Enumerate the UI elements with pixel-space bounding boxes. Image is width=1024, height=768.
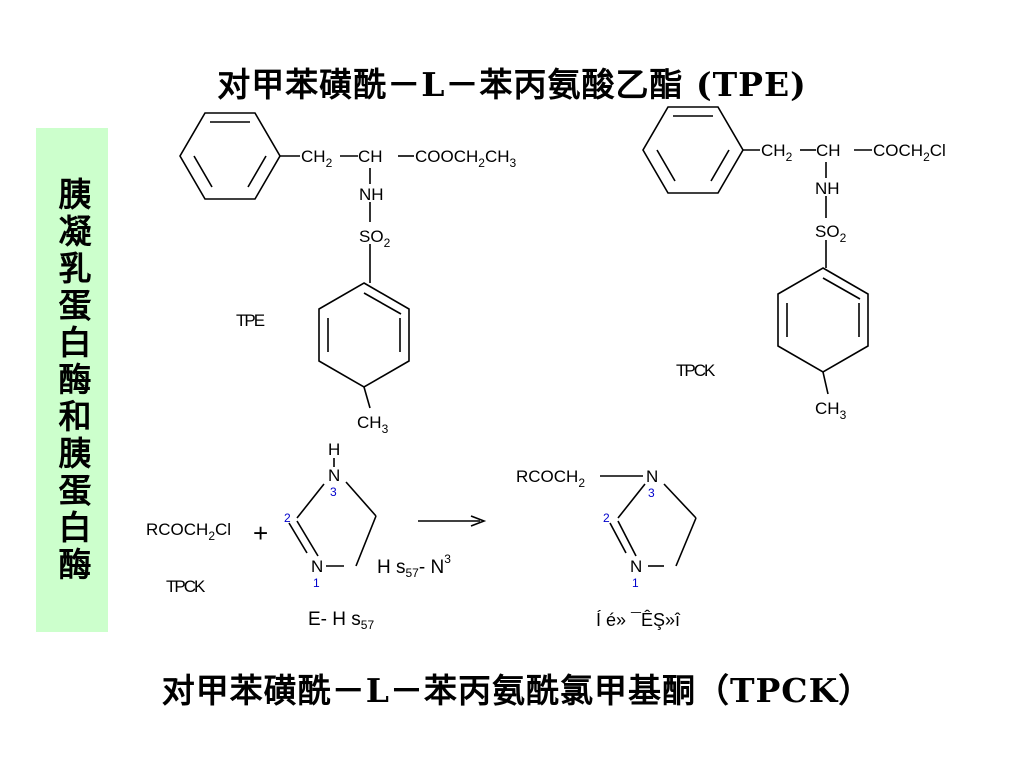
tpe-ch3: CH3 [357,413,389,436]
page-title-top: 对甲苯磺酰－L－苯丙氨酸乙酯 (TPE) [217,65,807,104]
imidazole-n3: N [328,466,340,485]
product-n3-number: 3 [648,486,655,500]
enzyme-his57-label: E- H s57 [308,609,374,632]
tpe-tolyl-ring [318,282,410,388]
reagent-label: TPCK [166,577,206,596]
reaction-arrow [418,515,487,527]
tpe-benzene-ring [179,112,281,200]
side-label-box: 胰凝乳蛋白酶和胰蛋白酶 [36,128,108,632]
product-n1-number: 1 [632,576,639,590]
tpe-ester: COOCH2CH3 [415,147,517,170]
imidazole-h: H [328,440,340,459]
product-c2-number: 2 [603,511,610,525]
tpe-label: TPE [236,311,265,330]
plus-sign: + [253,518,268,548]
product-imidazole-ring [600,475,697,567]
tpck-nh: NH [815,179,840,198]
tpck-ch: CH [816,141,841,160]
reagent-formula: RCOCH2Cl [146,520,231,543]
product-label: Í é» ¯ÊŞ»î [596,610,681,630]
tpck-ch3: CH3 [815,399,847,422]
tpck-bond-ring-ch3 [822,371,829,395]
tpck-label: TPCK [676,361,716,380]
tpck-so2: SO2 [815,222,847,245]
his57-label: H s57- N3 [377,552,451,580]
tpck-ch2: CH2 [761,141,793,164]
tpe-so2: SO2 [359,227,391,250]
side-label-text: 胰凝乳蛋白酶和胰蛋白酶 [53,176,92,584]
imidazole-n3-number: 3 [330,485,337,499]
product-n3: N [646,467,658,486]
imidazole-n1: N [311,557,323,576]
tpe-ch2: CH2 [301,147,333,170]
tpe-bond-ring-ch3 [363,386,371,409]
tpe-ch: CH [358,147,383,166]
product-r-group: RCOCH2 [516,467,585,490]
imidazole-n1-number: 1 [313,576,320,590]
page-title-bottom: 对甲苯磺酰－L－苯丙氨酰氯甲基酮（TPCK） [161,671,873,710]
product-n1: N [630,557,642,576]
imidazole-c2-number: 2 [284,511,291,525]
tpck-ketone: COCH2Cl [873,141,946,164]
reactant-imidazole-ring [288,458,377,567]
tpck-benzene-ring [642,106,744,194]
tpck-tolyl-ring [777,267,869,373]
tpe-nh: NH [359,185,384,204]
